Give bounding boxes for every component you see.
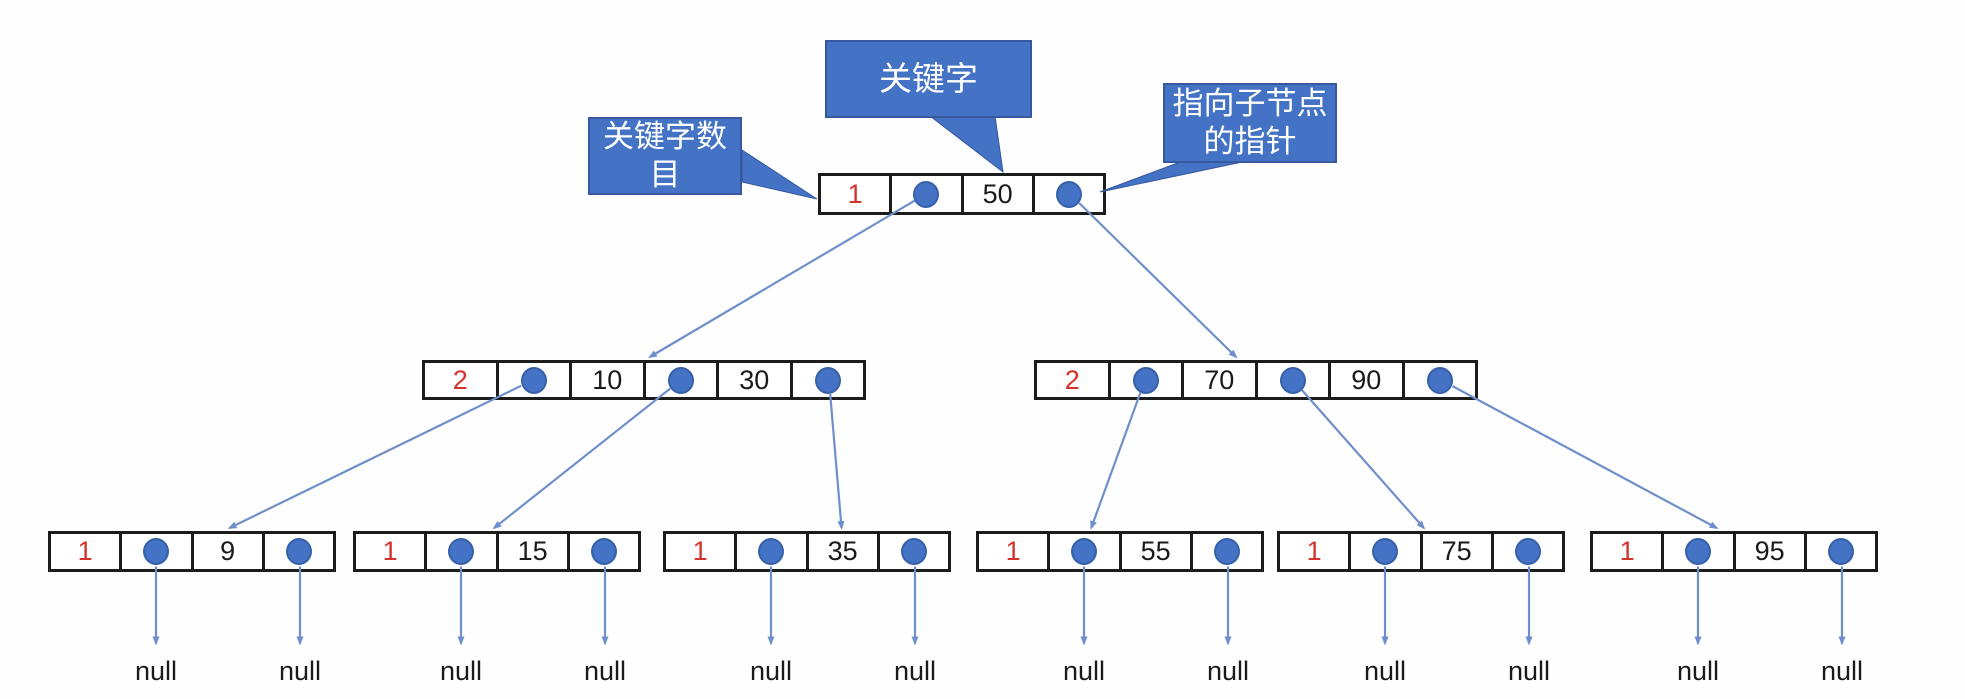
- key-cell: 10: [572, 363, 646, 397]
- pointer-cell: [122, 534, 194, 569]
- pointer-dot-icon: [814, 366, 841, 394]
- key-count-cell: 1: [1280, 534, 1352, 569]
- key-cell: 90: [1331, 363, 1405, 397]
- pointer-cell: [1050, 534, 1122, 569]
- btree-node-mid-right: 2 70 90: [1034, 360, 1478, 400]
- key-cell: 75: [1423, 534, 1494, 569]
- pointer-dot-icon: [285, 538, 312, 565]
- pointer-cell: [1405, 363, 1476, 397]
- null-label: null: [1820, 655, 1864, 686]
- key-cell: 9: [194, 534, 265, 569]
- key-cell: 15: [499, 534, 570, 569]
- pointer-cell: [1494, 534, 1562, 569]
- callout-child-pointer: 指向子节点的指针: [1163, 83, 1337, 163]
- edge-mid-right-to-leaf-55: [1090, 391, 1142, 530]
- pointer-cell: [793, 363, 864, 397]
- pointer-cell: [499, 363, 572, 397]
- callout-tail: [741, 149, 818, 200]
- edge-mid-right-to-leaf-95: [1451, 385, 1719, 529]
- pointer-dot-icon: [900, 538, 927, 565]
- pointer-dot-icon: [1132, 366, 1159, 394]
- key-count-cell: 1: [1593, 534, 1665, 569]
- pointer-dot-icon: [667, 366, 694, 394]
- pointer-dot-icon: [1213, 538, 1240, 565]
- key-cell: 50: [964, 176, 1035, 212]
- null-label: null: [1507, 655, 1551, 686]
- pointer-cell: [1035, 176, 1103, 212]
- btree-node-root: 1 50: [818, 173, 1106, 215]
- null-label: null: [134, 655, 178, 686]
- btree-node-leaf-75: 1 75: [1277, 531, 1565, 572]
- null-label: null: [1062, 655, 1106, 686]
- null-label: null: [439, 655, 483, 686]
- pointer-cell: [1807, 534, 1875, 569]
- edge-root-to-mid-right: [1078, 202, 1238, 359]
- callout-keyword: 关键字: [825, 40, 1032, 118]
- key-count-cell: 2: [1037, 363, 1111, 397]
- pointer-cell: [646, 363, 719, 397]
- key-cell: 35: [809, 534, 880, 569]
- edge-mid-left-to-leaf-35: [829, 392, 845, 530]
- null-label: null: [278, 655, 322, 686]
- edge-mid-left-to-leaf-9: [227, 384, 522, 529]
- btree-node-leaf-35: 1 35: [663, 531, 951, 572]
- pointer-dot-icon: [1372, 538, 1399, 565]
- pointer-cell: [880, 534, 948, 569]
- pointer-cell: [1351, 534, 1423, 569]
- pointer-dot-icon: [1279, 366, 1306, 394]
- pointer-dot-icon: [1514, 538, 1541, 565]
- pointer-cell: [1258, 363, 1331, 397]
- null-label: null: [749, 655, 793, 686]
- key-cell: 30: [719, 363, 793, 397]
- key-count-cell: 1: [51, 534, 123, 569]
- edge-mid-left-to-leaf-15: [492, 387, 672, 530]
- btree-node-leaf-55: 1 55: [976, 531, 1264, 572]
- pointer-dot-icon: [1685, 538, 1712, 565]
- pointer-dot-icon: [448, 538, 475, 565]
- pointer-cell: [1193, 534, 1261, 569]
- key-count-cell: 2: [425, 363, 499, 397]
- pointer-cell: [1664, 534, 1736, 569]
- null-label: null: [583, 655, 627, 686]
- pointer-dot-icon: [590, 538, 617, 565]
- callout-tail: [928, 115, 1004, 174]
- key-count-cell: 1: [979, 534, 1051, 569]
- pointer-cell: [1111, 363, 1184, 397]
- pointer-cell: [737, 534, 809, 569]
- pointer-cell: [427, 534, 499, 569]
- pointer-dot-icon: [1426, 366, 1453, 394]
- key-count-cell: 1: [821, 176, 893, 212]
- key-cell: 70: [1184, 363, 1258, 397]
- btree-node-leaf-95: 1 95: [1590, 531, 1878, 572]
- null-label: null: [893, 655, 937, 686]
- key-count-cell: 1: [666, 534, 738, 569]
- edge-root-to-mid-left: [648, 199, 916, 359]
- key-count-cell: 1: [356, 534, 428, 569]
- pointer-dot-icon: [913, 180, 940, 208]
- btree-node-mid-left: 2 10 30: [422, 360, 866, 400]
- pointer-cell: [570, 534, 638, 569]
- pointer-dot-icon: [1071, 538, 1098, 565]
- edge-mid-right-to-leaf-75: [1300, 389, 1426, 530]
- btree-node-leaf-15: 1 15: [353, 531, 641, 572]
- null-label: null: [1363, 655, 1407, 686]
- null-label: null: [1206, 655, 1250, 686]
- key-cell: 95: [1736, 534, 1807, 569]
- callout-tail: [1099, 160, 1248, 193]
- key-cell: 55: [1122, 534, 1193, 569]
- pointer-cell: [892, 176, 964, 212]
- callout-keyword-count: 关键字数目: [588, 117, 742, 195]
- pointer-cell: [265, 534, 333, 569]
- pointer-dot-icon: [1827, 538, 1854, 565]
- pointer-dot-icon: [758, 538, 785, 565]
- null-label: null: [1676, 655, 1720, 686]
- pointer-dot-icon: [143, 538, 170, 565]
- pointer-dot-icon: [520, 366, 547, 394]
- pointer-dot-icon: [1055, 180, 1082, 208]
